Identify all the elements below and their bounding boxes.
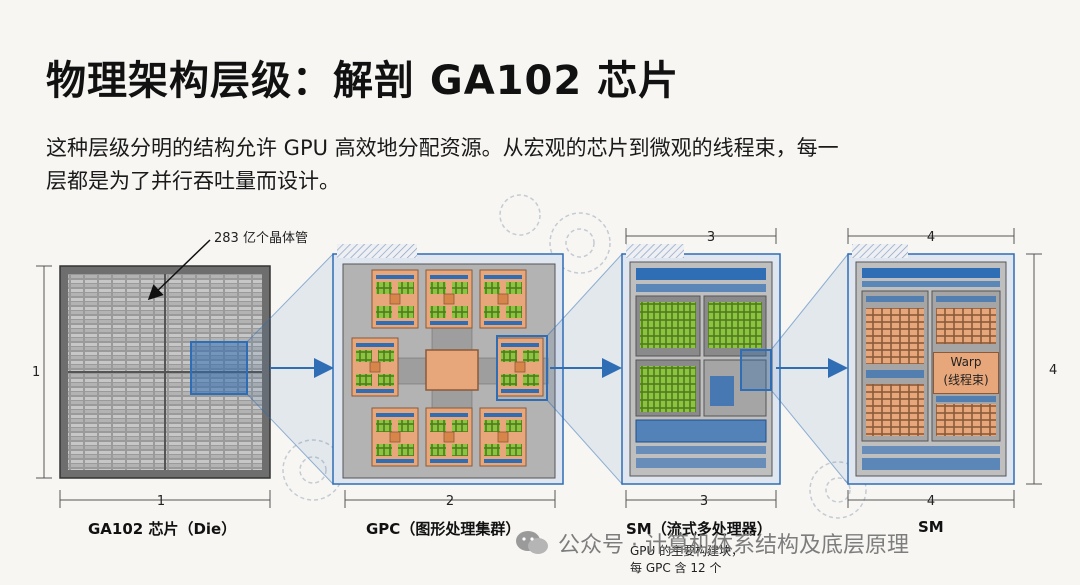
gpc-width-label: 2 [446,494,454,509]
sm-panel [621,244,781,485]
sm-top-label: 3 [707,230,715,245]
sm2-label: SM [918,518,944,536]
page-title: 物理架构层级：解剖 GA102 芯片 [46,58,680,104]
callout-arrow [147,239,211,301]
sm2-top-label: 4 [927,230,935,245]
sm-width-dim [625,490,777,508]
transistor-callout: 283 亿个晶体管 [214,231,308,246]
gpc-sm-block [425,269,473,329]
die-height-dim [36,265,52,479]
gpc-label: GPC（图形处理集群） [366,520,521,538]
wechat-icon [516,531,548,554]
page-subtitle: 这种层级分明的结构允许 GPU 高效地分配资源。从宏观的芯片到微观的线程束，每一… [46,136,839,193]
watermark: 公众号 · 计算机体系结构及底层原理 [514,527,909,559]
gpc-sm-block [479,269,527,329]
watermark-text: 公众号 · 计算机体系结构及底层原理 [558,533,909,558]
warp-sublabel: (线程束) [943,373,989,387]
sm-note: GPU 的主要构建块， 每 GPC 含 12 个 [630,543,743,577]
gpc-sm-block [496,337,544,397]
die-width-dim [59,490,271,508]
sm-label: SM（流式多处理器） [626,520,772,538]
die-height-label: 1 [32,365,40,380]
die-panel [59,265,271,479]
gpc-sm-block [425,407,473,467]
gpc-sm-blocks [351,269,544,467]
die-width-label: 1 [157,494,165,509]
gpc-sm-block [371,407,419,467]
gpc-sm-block [351,337,399,397]
sm2-height-label: 4 [1049,363,1057,378]
sm-width-label: 3 [700,494,708,509]
sm2-height-dim [1026,253,1042,485]
sm2-top-dim [847,228,1015,244]
gpc-width-dim [344,490,556,508]
warp-label: Warp [950,355,982,369]
sm-top-dim [625,228,777,244]
sm-note-line1: GPU 的主要构建块， [630,544,744,558]
warp-block: Warp (线程束) [933,352,999,394]
gpc-sm-block [371,269,419,329]
sm-note-line2: 每 GPC 含 12 个 [630,561,722,575]
sm2-width-label: 4 [927,494,935,509]
die-label: GA102 芯片（Die） [88,520,237,538]
sm2-width-dim [847,490,1015,508]
background-gears-icon [282,194,867,519]
gpc-sm-block [479,407,527,467]
